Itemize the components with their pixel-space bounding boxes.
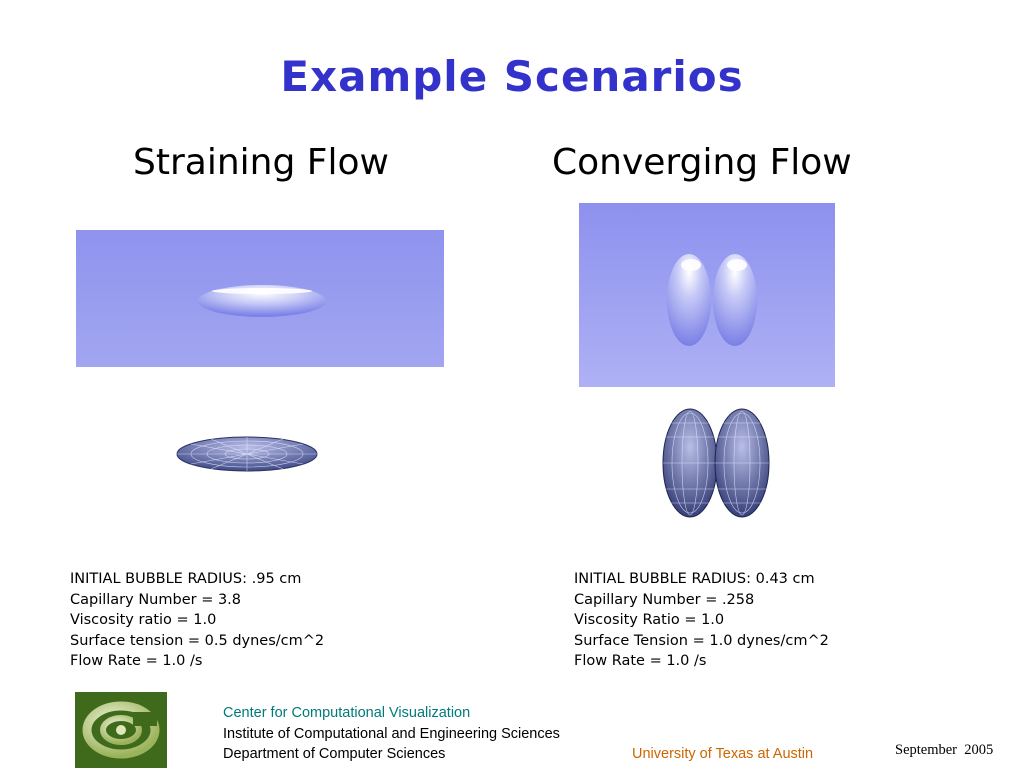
param-line: Flow Rate = 1.0 /s <box>574 653 707 670</box>
param-line: Viscosity ratio = 1.0 <box>70 612 217 629</box>
param-line: Viscosity Ratio = 1.0 <box>574 612 725 629</box>
param-line: INITIAL BUBBLE RADIUS: .95 cm <box>70 571 302 587</box>
straining-mesh-image <box>176 432 319 476</box>
footer-date: September 2005 <box>895 742 994 758</box>
param-line: Capillary Number = 3.8 <box>70 591 242 608</box>
footer-institute: Institute of Computational and Engineeri… <box>223 726 560 742</box>
param-line: Flow Rate = 1.0 /s <box>70 653 203 670</box>
straining-flow-heading: Straining Flow <box>133 142 389 183</box>
straining-flow-parameters: INITIAL BUBBLE RADIUS: .95 cm Capillary … <box>70 569 324 672</box>
converging-flow-parameters: INITIAL BUBBLE RADIUS: 0.43 cm Capillary… <box>574 569 829 672</box>
param-line: Capillary Number = .258 <box>574 591 755 608</box>
converging-bubble-image <box>667 254 757 346</box>
footer-university: University of Texas at Austin <box>632 746 814 762</box>
converging-mesh-image <box>660 407 772 519</box>
param-line: Surface tension = 0.5 dynes/cm^2 <box>70 632 325 649</box>
footer-department: Department of Computer Sciences <box>223 746 446 762</box>
footer-center-name: Center for Computational Visualization <box>223 705 471 721</box>
straining-bubble-image <box>198 285 326 317</box>
converging-flow-heading: Converging Flow <box>552 142 852 183</box>
param-line: INITIAL BUBBLE RADIUS: 0.43 cm <box>574 571 815 587</box>
param-line: Surface Tension = 1.0 dynes/cm^2 <box>574 632 829 649</box>
ccv-logo-icon <box>75 692 167 768</box>
straining-flow-render <box>76 230 444 367</box>
converging-flow-render <box>579 203 835 387</box>
slide-title: Example Scenarios <box>280 52 744 101</box>
